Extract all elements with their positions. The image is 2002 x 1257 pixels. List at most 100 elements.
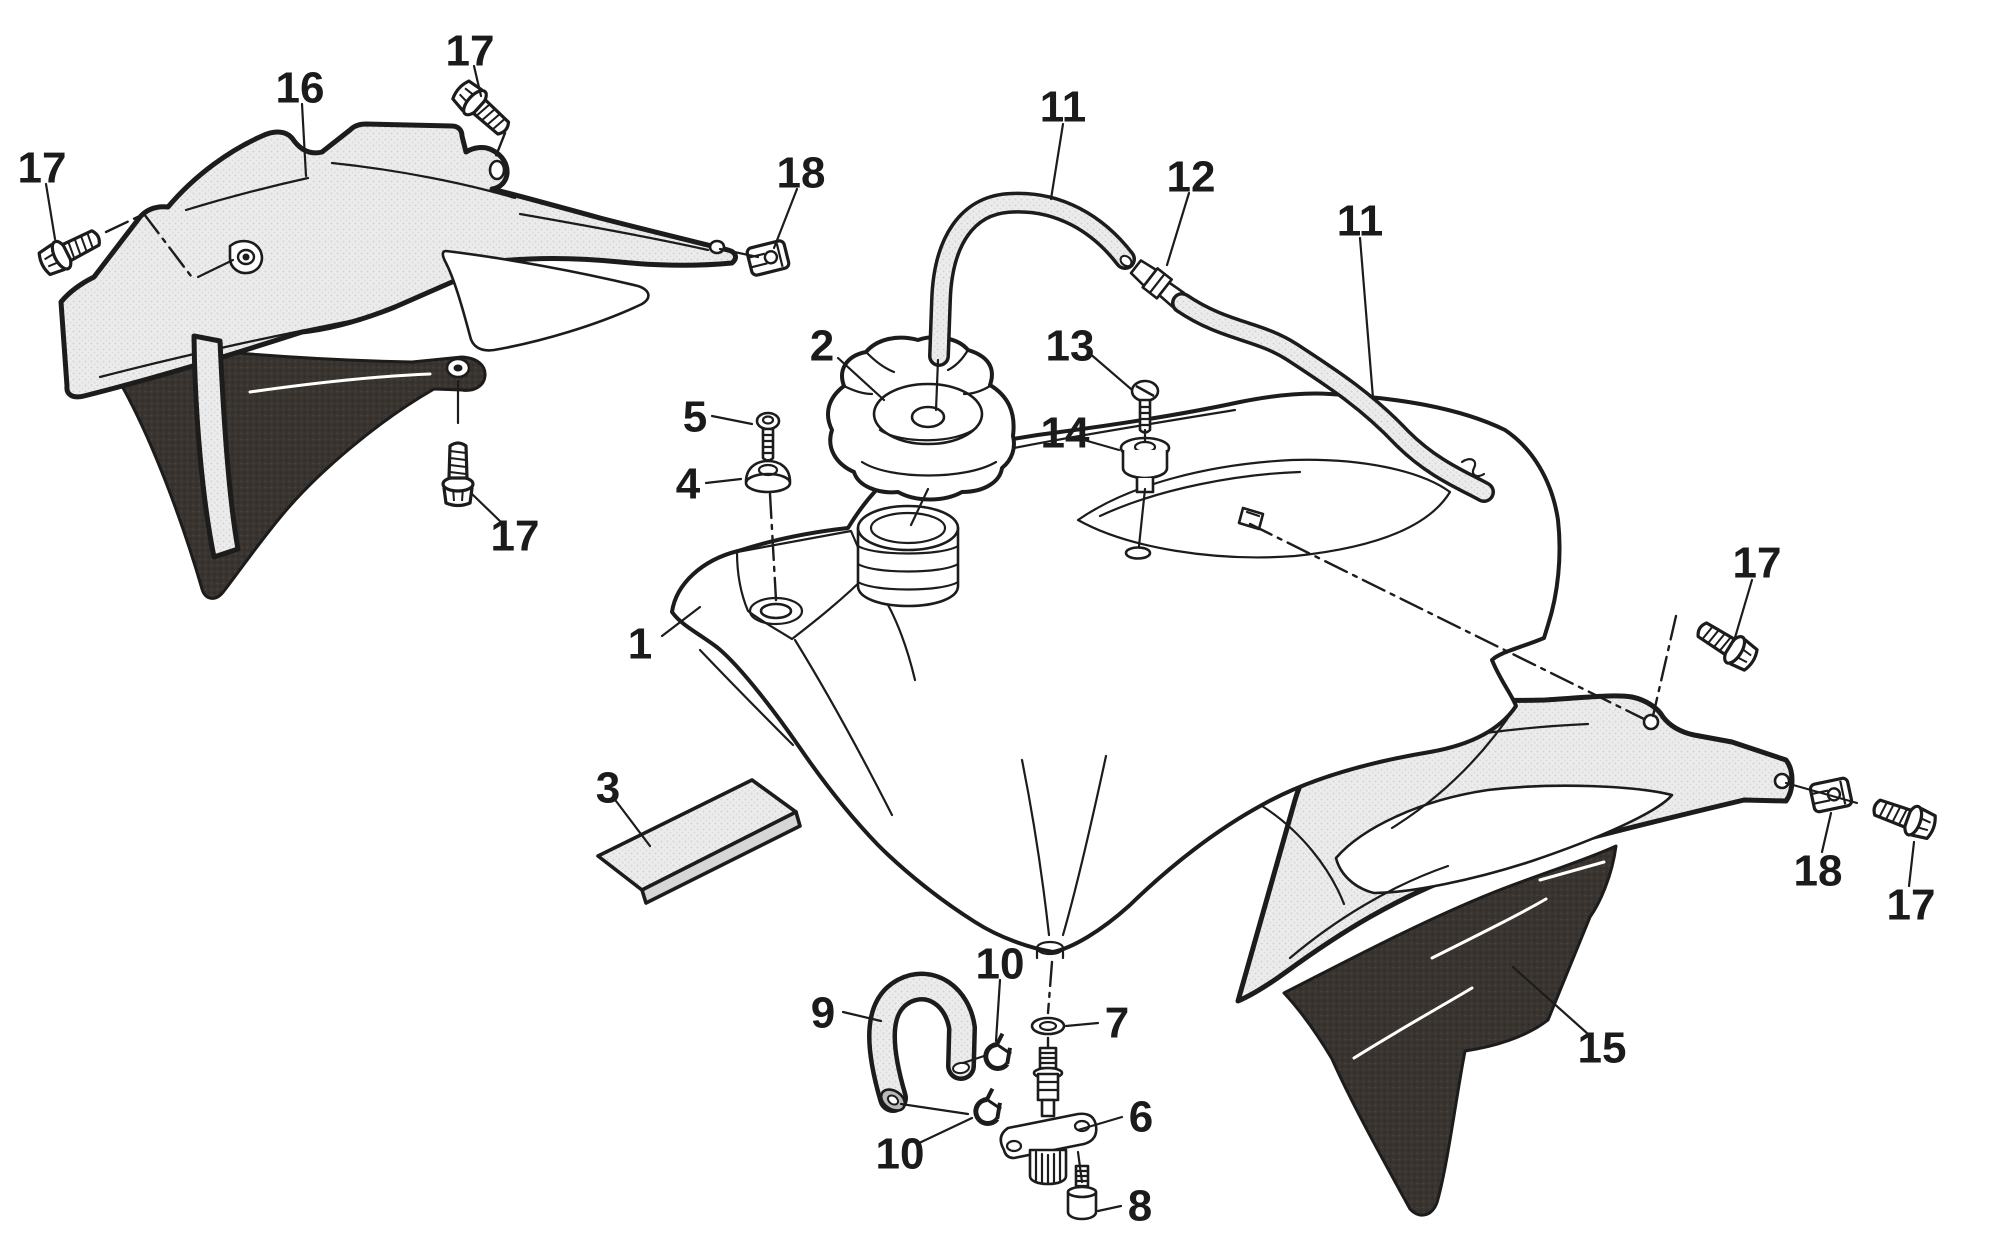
cap-knurl-2 [946,348,970,372]
tank-front-crease [793,638,894,817]
leader-7 [1064,1021,1100,1028]
callout-11b: 11 [1337,196,1384,245]
leader-lines [44,64,1916,1213]
line-hose-to-clamp-upper [961,1054,986,1065]
tank-center-v-right [1061,754,1108,937]
fuel-hose-end-hole [886,1094,900,1106]
callout-10b: 10 [876,1129,925,1178]
right-shroud-tab-hole [1773,772,1791,790]
dash-bolt17d-to-ear [1651,614,1678,718]
callout-12: 12 [1167,152,1216,201]
connector-rib [1148,273,1166,294]
callout-10a: 10 [976,939,1025,988]
leader-2 [836,356,886,402]
left-shroud-outline [58,121,738,400]
cap-knurl-3 [842,384,874,396]
leader-8 [1096,1204,1123,1213]
callout-4: 4 [676,459,701,508]
tank-side-emblem [1460,458,1486,478]
fuel-hose [867,971,978,1113]
callout-17d: 17 [1733,538,1782,587]
left-shroud-front-leg [191,333,241,560]
callout-11a: 11 [1040,82,1087,131]
neck-rib-3 [856,580,960,591]
filler-cap [826,335,1016,502]
left-shroud-assembly [58,121,738,600]
grommet-4 [744,459,792,494]
fuel-tank [670,391,1562,960]
left-shroud-accent-3 [518,212,710,252]
callout-16: 16 [276,63,325,112]
washer-7 [1030,1016,1066,1036]
cap-skirt-line [860,460,998,477]
dark-panel-highlight [248,372,432,394]
line-hose-to-clamp-lower [899,1102,970,1116]
leader-17d [1732,578,1754,643]
right-dark-highlight-2 [1430,897,1548,960]
left-shroud-tip-hole [708,239,726,255]
leader-4 [704,477,743,485]
leader-6 [1076,1115,1124,1132]
left-shroud-accent-1 [330,161,517,200]
neck-mouth-inner [869,511,947,545]
grommet4-base [744,472,792,494]
line-boss-pointer [196,258,235,279]
vent-hose-front [928,191,1136,367]
vent-hose-rear-fill [1174,295,1492,500]
leader-12 [1165,191,1191,267]
dash-outlet-to-washer [1046,960,1054,1015]
pad-side-face [640,810,802,905]
left-shroud-ear-hole [488,159,506,181]
tank-right-crease [1260,804,1346,906]
tank-flange-outline [735,529,871,641]
screw13-shank [1138,398,1152,434]
fuel-hose-top-hole [952,1061,970,1075]
leader-9 [841,1010,883,1023]
right-shroud-lower-dark-panel [1282,844,1618,1217]
tank-rear-screw-hole [1124,546,1152,560]
left-shroud-cutout [441,249,650,352]
line-tiphole-to-clip [718,247,760,259]
tank-hump-panel [1076,458,1452,559]
hose-clamp-upper [979,1034,1017,1073]
leader-1 [660,605,702,638]
tank-left-underside-line [698,648,795,747]
screw5-threads [761,433,775,455]
screw-13 [1130,379,1160,434]
screw13-slot [1135,384,1155,398]
neck-rib-2 [856,562,960,573]
tank-right-pocket-line [1390,704,1518,830]
valve-thread-lines [1038,1051,1058,1070]
callout-2: 2 [810,321,834,370]
tank-hump-panel-inner [1098,470,1302,518]
washer-7-hole [1038,1020,1058,1032]
left-shroud-lower-dark-panel [106,336,487,600]
callout-5: 5 [683,392,707,441]
callout-labels: 1 2 3 4 5 6 7 8 9 10 10 11 11 12 13 14 1… [18,26,1936,1230]
callout-7: 7 [1105,998,1129,1047]
callout-14: 14 [1041,408,1090,457]
leader-16 [300,102,308,178]
front-mount-boss-hole [242,253,250,261]
valve-knob-knurl [1034,1150,1062,1186]
bolt-17-far-left [33,221,107,280]
vent-hose-end-hole [1119,254,1133,268]
callout-13: 13 [1046,321,1095,370]
dash-bolt17a-to-ear [492,131,507,163]
neck-rib-1 [856,544,960,555]
clip-nut-left [744,238,792,278]
vent-hose-fill [931,195,1133,364]
screw5-shank [761,427,775,462]
cap-knurl-1 [864,350,896,374]
tank-side-clip-detail [1245,510,1261,518]
leader-14 [1082,438,1121,452]
callout-17e: 17 [1887,880,1936,929]
line-hose11-to-cap [934,358,940,412]
line-plate-to-bolt8 [1076,1150,1084,1184]
leader-17e [1907,840,1916,888]
right-dark-highlight-3 [1352,986,1474,1060]
leader-13 [1086,350,1133,391]
cap-top-arc [878,426,978,442]
valve-plate-hole-left [1005,1139,1023,1153]
tank-front-lug-hole [759,602,793,620]
